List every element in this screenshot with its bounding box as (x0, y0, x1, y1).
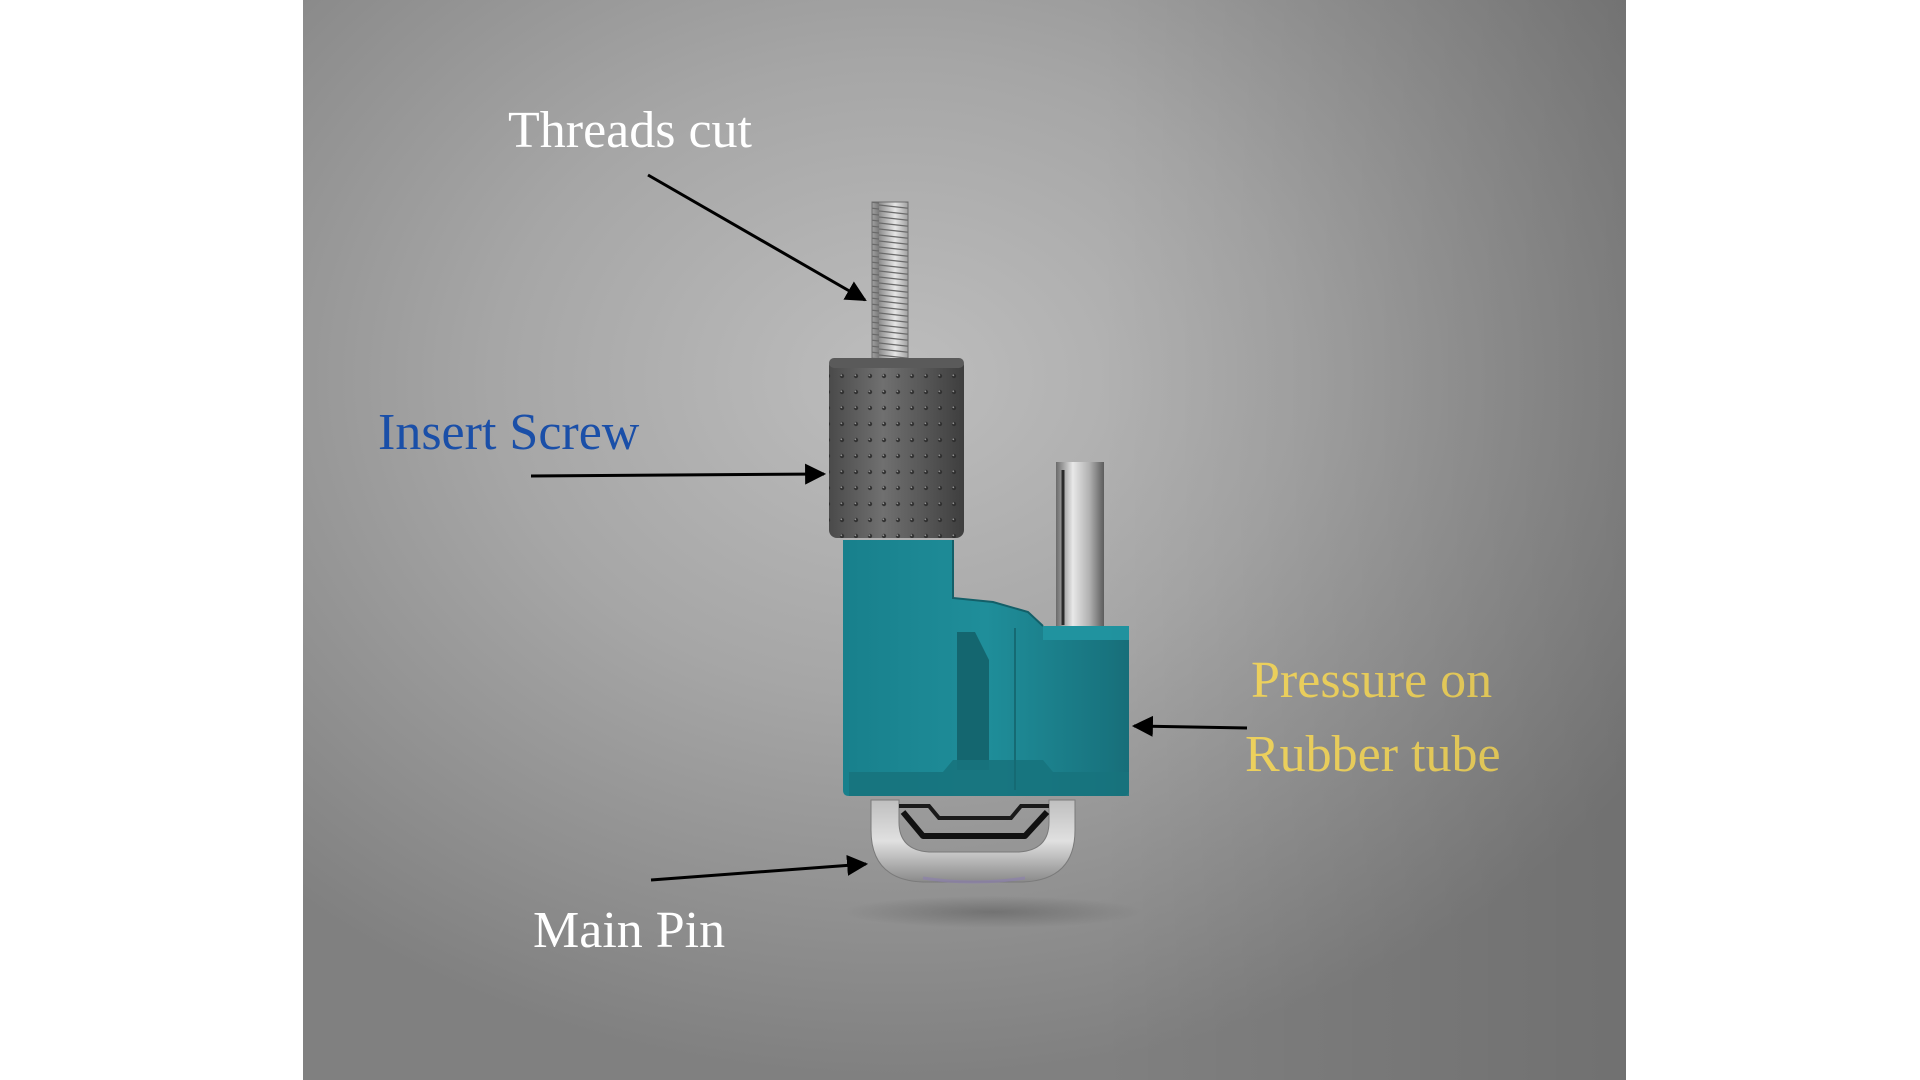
render-panel: Threads cut Insert Screw Pressure on Rub… (303, 0, 1626, 1080)
model-render (530, 173, 1248, 928)
ground-shadow (843, 896, 1143, 928)
arrow-insert-screw (530, 463, 827, 485)
threaded-screw (871, 201, 909, 363)
vertical-pin (1056, 462, 1104, 632)
arrow-main-pin (650, 854, 869, 882)
label-pressure-on-rubber-tube: Pressure on Rubber tube (1245, 650, 1501, 787)
main-pin-loop (870, 799, 1076, 884)
label-pressure-line2: Rubber tube (1245, 726, 1501, 784)
label-main-pin: Main Pin (533, 902, 726, 959)
label-pressure-line1: Pressure on (1251, 652, 1493, 709)
knurled-insert-nut (829, 358, 964, 538)
label-insert-screw: Insert Screw (378, 404, 640, 461)
label-threads-cut: Threads cut (508, 102, 753, 159)
arrow-threads-cut (647, 173, 867, 302)
teal-body (843, 540, 1129, 796)
arrow-pressure (1131, 715, 1248, 737)
